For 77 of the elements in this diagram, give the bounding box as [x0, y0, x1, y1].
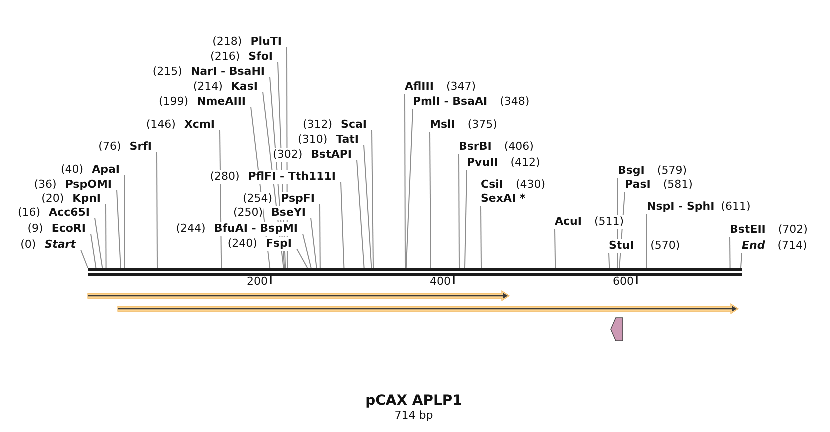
sequence-backbone — [88, 268, 742, 276]
cut-position: (16) — [18, 206, 41, 220]
leader-line — [372, 130, 374, 268]
leader-line — [156, 152, 158, 268]
leader-line — [80, 250, 88, 268]
cut-position: (280) — [210, 170, 240, 184]
leader-line — [106, 204, 107, 268]
cut-position: (215) — [152, 65, 182, 79]
cut-position: (310) — [298, 133, 328, 147]
cut-position: (581) — [663, 178, 693, 192]
sequence-length: 714 bp — [394, 409, 434, 423]
enzyme-name: FspI — [266, 237, 292, 251]
leader-line — [740, 252, 742, 268]
enzyme-name: BseYI — [272, 206, 306, 220]
cut-position: (218) — [212, 35, 242, 49]
leader-line — [94, 218, 104, 268]
leader-line — [646, 214, 648, 268]
cut-position: (199) — [158, 95, 189, 109]
cut-position: (0) — [20, 238, 36, 252]
enzyme-name: NspI - SphI — [647, 200, 715, 214]
cut-position: (430) — [516, 178, 546, 192]
leader-line — [406, 108, 414, 268]
leader-line — [302, 234, 312, 268]
cut-position: (302) — [273, 148, 303, 162]
scale-label: 200 — [247, 275, 268, 289]
enzyme-name: PspOMI — [65, 178, 112, 192]
enzyme-name: KpnI — [72, 192, 101, 206]
cut-position: (214) — [193, 80, 223, 94]
cut-position: (348) — [500, 95, 530, 109]
leader-line — [320, 204, 321, 268]
cut-position: (312) — [302, 118, 333, 132]
leader-line — [116, 190, 122, 268]
enzyme-name: PflFI - Tth111I — [248, 170, 336, 184]
leader-line — [554, 228, 556, 268]
cut-position: (702) — [778, 223, 808, 237]
cut-position: (20) — [42, 192, 64, 206]
leader-line — [310, 218, 318, 268]
cut-position: (216) — [210, 50, 240, 64]
enzyme-name: BfuAI - BspMI — [214, 222, 298, 236]
cut-position: (347) — [446, 80, 476, 94]
enzyme-name: ApaI — [92, 163, 120, 177]
scale-label: 600 — [613, 275, 634, 289]
cut-position: (40) — [61, 163, 84, 177]
leader-line — [480, 206, 482, 268]
cut-position: (240) — [228, 237, 258, 251]
cut-position: (254) — [243, 192, 273, 206]
enzyme-name: PspFI — [281, 192, 315, 206]
cut-position: (570) — [650, 239, 680, 253]
plasmid-title: pCAX APLP1 — [366, 392, 462, 410]
leader-line — [364, 144, 372, 268]
leader-line — [124, 174, 126, 268]
cut-position: (9) — [28, 222, 44, 236]
leader-line — [464, 170, 468, 268]
leader-line — [404, 94, 406, 268]
cut-position: (412) — [510, 156, 540, 170]
cut-position: (250) — [233, 206, 264, 220]
leader-line — [356, 160, 365, 268]
cut-position: (375) — [468, 118, 498, 132]
scale-label: 400 — [430, 275, 451, 289]
leader-line — [730, 236, 731, 268]
leader-line — [458, 154, 460, 268]
cut-position: (714) — [778, 239, 808, 253]
cut-position: (244) — [176, 222, 206, 236]
leader-line — [296, 248, 308, 268]
leader-line — [340, 182, 345, 268]
cut-position: (611) — [721, 200, 751, 214]
cut-position: (76) — [98, 140, 122, 154]
leader-line — [430, 132, 432, 268]
cut-position: (579) — [657, 164, 687, 178]
cut-position: (36) — [34, 178, 57, 192]
enzyme-name: StuI — [609, 239, 634, 253]
enzyme-name: BsgI — [618, 164, 645, 178]
leader-line — [608, 252, 610, 268]
cut-position: (146) — [146, 118, 176, 132]
cut-position: (511) — [594, 215, 624, 229]
cut-position: (406) — [504, 140, 534, 154]
leader-line — [90, 234, 97, 268]
